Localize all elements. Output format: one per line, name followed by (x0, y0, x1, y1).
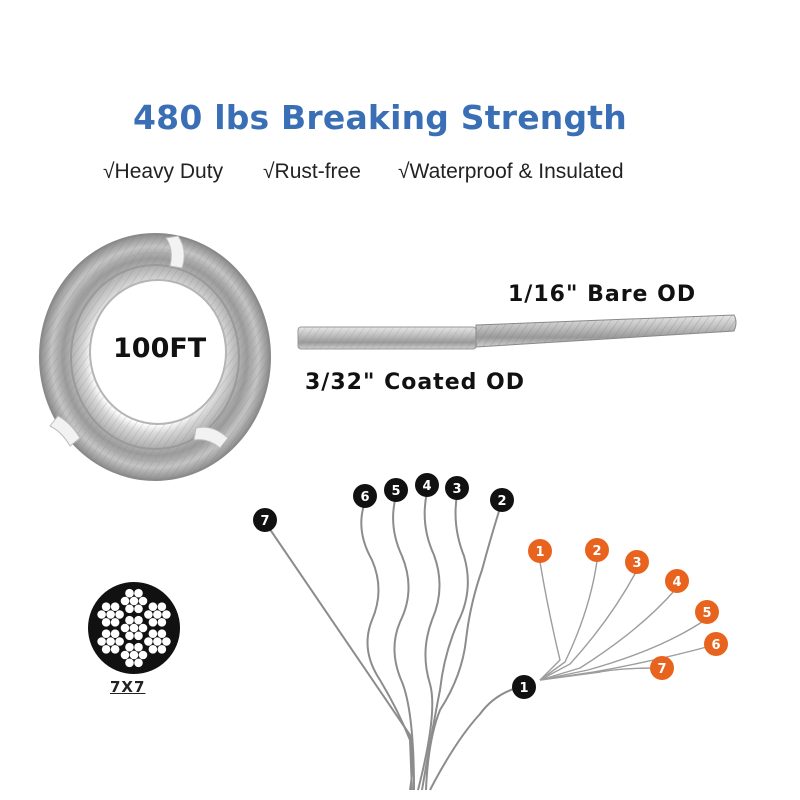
svg-text:1: 1 (535, 545, 544, 560)
wire-5-6 (101, 602, 111, 612)
wire-6-5 (120, 596, 130, 606)
wire-7-2 (162, 610, 171, 619)
coil-length-label: 100FT (113, 333, 207, 364)
wire-2-3 (157, 644, 167, 654)
black-marker-7: 7 (253, 508, 277, 532)
wire-2-7 (157, 629, 167, 639)
black-marker-5: 5 (384, 478, 408, 502)
wire-1-4 (125, 631, 134, 641)
wire-1-6 (125, 615, 134, 625)
feature-heavy-duty: √Heavy Duty (103, 160, 224, 183)
wire-7-7 (157, 602, 167, 612)
orange-marker-5: 5 (695, 600, 719, 624)
svg-text:5: 5 (702, 606, 711, 621)
coated-od-label: 3/32" Coated OD (305, 370, 525, 395)
wire-2-5 (144, 637, 153, 646)
wire-7-3 (157, 617, 167, 627)
feature-rust-free: √Rust-free (263, 160, 361, 183)
wire-4-2 (115, 637, 124, 646)
svg-text:3: 3 (632, 556, 641, 571)
orange-marker-4: 4 (665, 569, 689, 593)
black-marker-1: 1 (512, 675, 536, 699)
wire-2-4 (148, 644, 158, 654)
svg-text:6: 6 (360, 490, 369, 505)
wire-7-5 (144, 610, 153, 619)
svg-text:2: 2 (497, 494, 506, 509)
wire-5-2 (115, 610, 124, 619)
wire-3-7 (134, 642, 143, 652)
wire-5-3 (110, 617, 120, 627)
wire-5-4 (101, 617, 111, 627)
wire-1-2 (138, 623, 148, 633)
wire-coil (39, 233, 271, 481)
wire-5-7 (110, 602, 120, 612)
orange-marker-1: 1 (528, 539, 552, 563)
headline: 480 lbs Breaking Strength (133, 98, 627, 137)
wire-3-2 (138, 650, 148, 660)
wire-3-1 (129, 650, 139, 660)
wire-7-4 (148, 617, 158, 627)
svg-text:5: 5 (391, 484, 400, 499)
strands-diagram (264, 491, 715, 791)
svg-text:6: 6 (711, 638, 720, 653)
construction-label: 7X7 (110, 678, 146, 696)
wire-3-3 (134, 658, 143, 668)
wire-2-2 (162, 637, 171, 646)
wire-6-3 (134, 604, 143, 614)
wire-2-6 (148, 629, 158, 639)
wire-6-7 (134, 588, 143, 598)
wire-3-4 (125, 658, 134, 668)
black-marker-6: 6 (353, 484, 377, 508)
svg-text:4: 4 (672, 575, 681, 590)
wire-7-6 (148, 602, 158, 612)
wire-4-4 (101, 644, 111, 654)
black-marker-2: 2 (490, 488, 514, 512)
svg-text:7: 7 (260, 514, 269, 529)
black-marker-4: 4 (415, 473, 439, 497)
wire-2-1 (153, 637, 162, 646)
wire-3-6 (125, 642, 134, 652)
wire-6-2 (138, 596, 148, 606)
wire-4-1 (106, 637, 115, 646)
bare-od-label: 1/16" Bare OD (508, 282, 697, 307)
svg-text:4: 4 (422, 479, 431, 494)
wire-1-3 (134, 631, 143, 641)
orange-wire-markers: 1 2 3 4 5 6 7 (528, 538, 728, 680)
wire-1-5 (120, 623, 130, 633)
wire-5-1 (106, 610, 115, 619)
wire-4-7 (110, 629, 120, 639)
cable-sample (297, 314, 737, 350)
wire-4-3 (110, 644, 120, 654)
wire-4-6 (101, 629, 111, 639)
cross-section-7x7 (88, 582, 180, 674)
wire-1-1 (129, 623, 139, 633)
black-strand-markers: 7 6 5 4 3 2 1 (253, 473, 536, 699)
wire-6-6 (125, 588, 134, 598)
wire-7-1 (153, 610, 162, 619)
orange-marker-3: 3 (625, 550, 649, 574)
orange-marker-7: 7 (650, 656, 674, 680)
wire-3-5 (120, 650, 130, 660)
wire-6-1 (129, 596, 139, 606)
orange-marker-6: 6 (704, 632, 728, 656)
feature-waterproof: √Waterproof & Insulated (398, 160, 624, 183)
wire-1-7 (134, 615, 143, 625)
svg-text:1: 1 (519, 681, 528, 696)
wire-4-5 (97, 637, 106, 646)
svg-text:2: 2 (592, 544, 601, 559)
black-marker-3: 3 (445, 476, 469, 500)
orange-marker-2: 2 (585, 538, 609, 562)
wire-6-4 (125, 604, 134, 614)
svg-text:7: 7 (657, 662, 666, 677)
svg-text:3: 3 (452, 482, 461, 497)
wire-5-5 (97, 610, 106, 619)
